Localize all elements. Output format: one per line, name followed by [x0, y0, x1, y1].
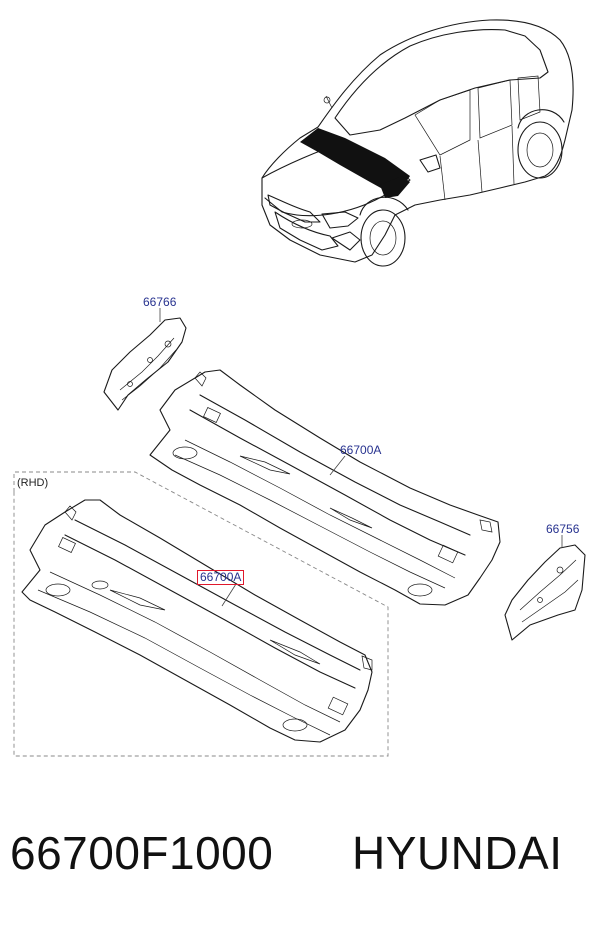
brand-name: HYUNDAI [352, 827, 563, 879]
vehicle-illustration [261, 19, 574, 267]
callout-66766[interactable]: 66766 [143, 295, 177, 309]
part-66700a-rhd-drawing [21, 499, 373, 743]
part-number: 66700F1000 [10, 827, 274, 879]
part-66766-drawing [103, 308, 187, 411]
callout-66700a-main[interactable]: 66700A [340, 443, 382, 457]
parts-diagram [13, 19, 586, 757]
part-66700a-main-drawing [149, 369, 501, 606]
rhd-label: (RHD) [17, 477, 49, 489]
footer: 66700F1000 HYUNDAI [0, 826, 600, 896]
callout-66700a-rhd-highlighted[interactable]: 66700A [197, 570, 245, 585]
part-66756-drawing [504, 535, 586, 641]
rhd-dashed-enclosure [13, 471, 389, 757]
callout-66756[interactable]: 66756 [546, 522, 580, 536]
